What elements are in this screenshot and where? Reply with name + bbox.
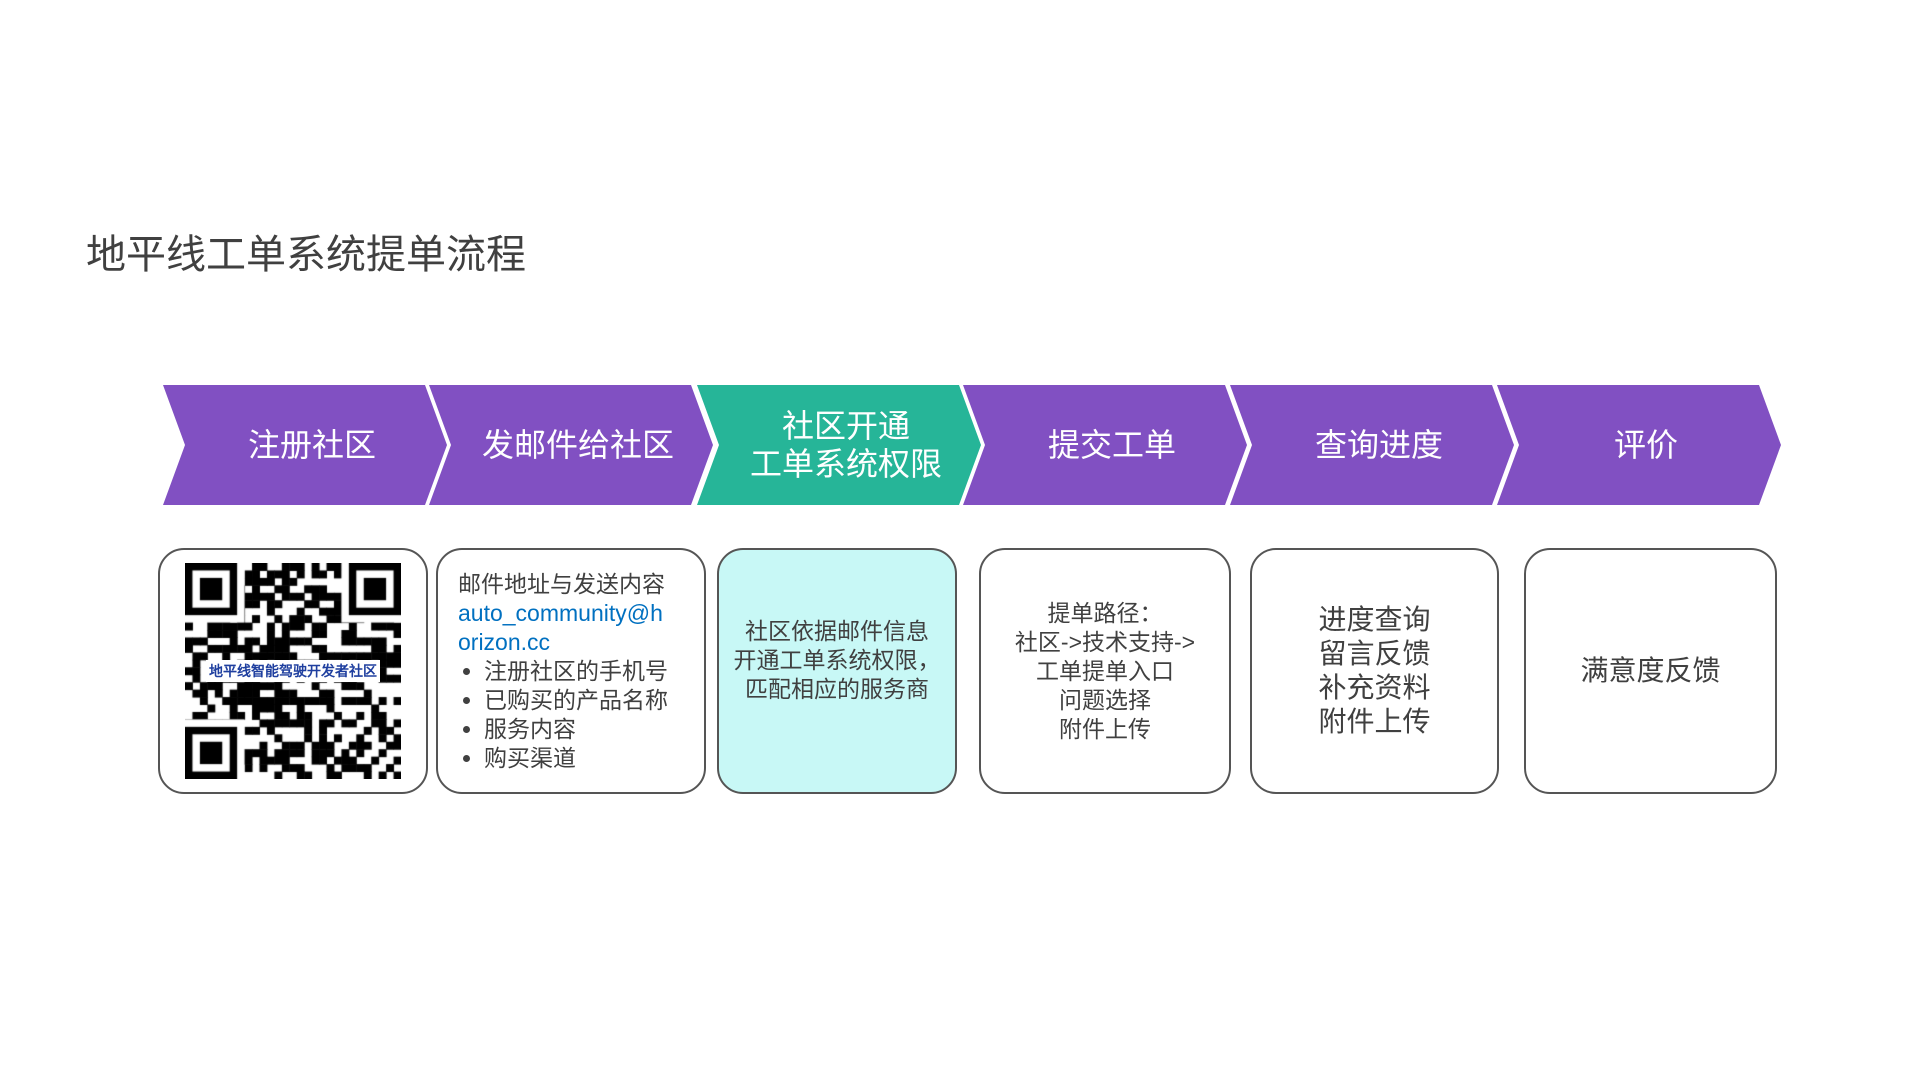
step-label: 注册社区 xyxy=(247,427,376,463)
text-line: 附件上传 xyxy=(1059,715,1151,742)
text-line: 开通工单系统权限， xyxy=(733,646,941,673)
email-box: 邮件地址与发送内容 auto_community@h orizon.cc 注册社… xyxy=(436,548,706,794)
step-label: 查询进度 xyxy=(1314,427,1443,463)
step-label: 社区开通工单系统权限 xyxy=(736,407,942,483)
qr-code[interactable]: 地平线智能驾驶开发者社区 xyxy=(185,563,401,779)
submit-box: 提单路径： 社区->技术支持-> 工单提单入口 问题选择 附件上传 xyxy=(979,548,1231,794)
step-label: 评价 xyxy=(1613,427,1678,463)
text-line: 匹配相应的服务商 xyxy=(745,675,929,702)
list-item: 服务内容 xyxy=(484,715,668,744)
list-item: 注册社区的手机号 xyxy=(484,657,668,686)
list-item: 购买渠道 xyxy=(484,744,668,773)
text-line: 社区依据邮件信息 xyxy=(745,617,929,644)
step-submit-ticket: 提交工单 xyxy=(963,385,1247,505)
page-title: 地平线工单系统提单流程 xyxy=(86,233,526,277)
step-rate: 评价 xyxy=(1497,385,1781,505)
qr-box: 地平线智能驾驶开发者社区 xyxy=(158,548,428,794)
text-line: 工单提单入口 xyxy=(1036,657,1174,684)
text-line: 附件上传 xyxy=(1318,706,1431,737)
text-line: 提单路径： xyxy=(1047,599,1163,626)
text-line: 补充资料 xyxy=(1318,672,1431,703)
text-line: 进度查询 xyxy=(1318,604,1431,635)
email-address-line1[interactable]: auto_community@h xyxy=(458,599,663,626)
list-item: 已购买的产品名称 xyxy=(484,686,668,715)
text-line: 满意度反馈 xyxy=(1580,655,1721,686)
step-check-progress: 查询进度 xyxy=(1230,385,1514,505)
step-enable-permission: 社区开通工单系统权限 xyxy=(697,385,981,505)
step-send-email: 发邮件给社区 xyxy=(429,385,713,505)
step-label: 提交工单 xyxy=(1047,427,1176,463)
email-content-list: 注册社区的手机号 已购买的产品名称 服务内容 购买渠道 xyxy=(458,657,668,773)
permission-box: 社区依据邮件信息 开通工单系统权限， 匹配相应的服务商 xyxy=(717,548,957,794)
email-address-line2[interactable]: orizon.cc xyxy=(458,628,551,655)
text-line: 问题选择 xyxy=(1059,686,1151,713)
step-label: 发邮件给社区 xyxy=(481,427,674,463)
progress-box: 进度查询 留言反馈 补充资料 附件上传 xyxy=(1250,548,1499,794)
step-label-line: 社区开通 xyxy=(781,408,910,444)
step-register: 注册社区 xyxy=(163,385,447,505)
qr-caption: 地平线智能驾驶开发者社区 xyxy=(206,660,380,682)
text-line: 社区->技术支持-> xyxy=(1014,628,1196,655)
email-heading: 邮件地址与发送内容 xyxy=(458,570,665,597)
step-label-line: 工单系统权限 xyxy=(749,446,942,482)
text-line: 留言反馈 xyxy=(1318,638,1431,669)
rating-box: 满意度反馈 xyxy=(1524,548,1777,794)
